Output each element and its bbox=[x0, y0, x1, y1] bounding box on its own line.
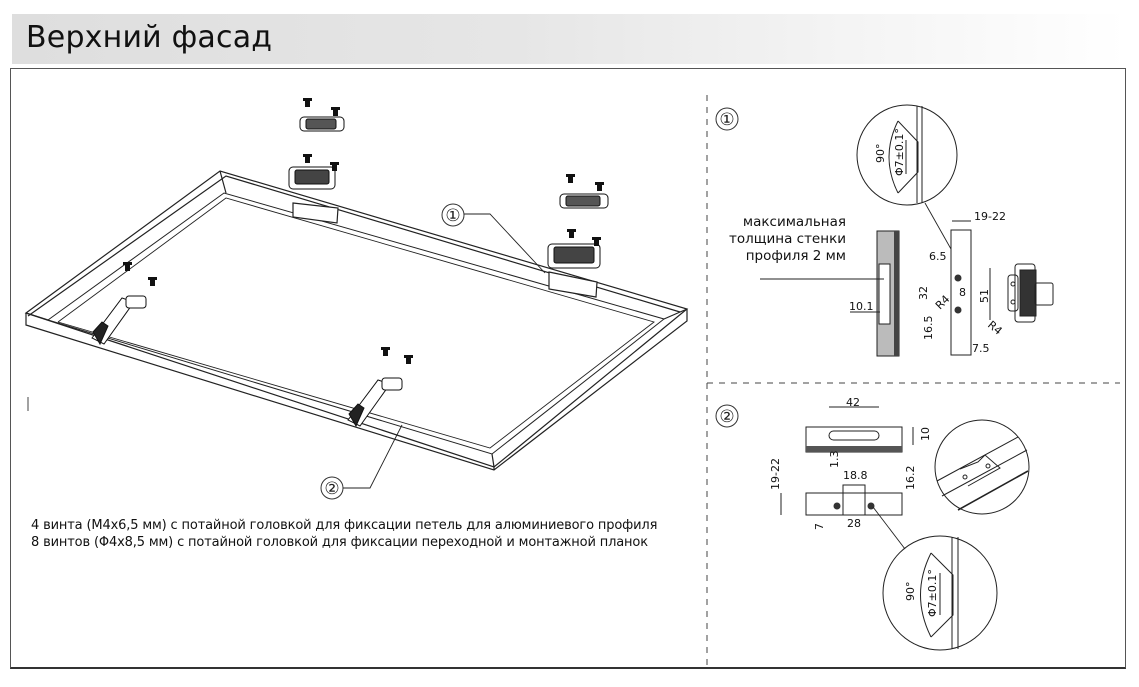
screw-note-2: 8 винтов (Φ4x8,5 мм) с потайной головкой… bbox=[31, 535, 648, 550]
detail-2: ② 42 10 1.3 19-22 18.8 16.2 28 7 bbox=[715, 396, 1030, 651]
section-header: Верхний фасад bbox=[12, 14, 1127, 64]
d1-radius-b: R4 bbox=[985, 318, 1005, 337]
d1-edge-a: 16.5 bbox=[922, 316, 935, 341]
detail-2-marker: ② bbox=[719, 407, 734, 427]
d1-spacing: 32 bbox=[917, 286, 930, 300]
d1-height: 51 bbox=[978, 289, 991, 303]
screw-note-1: 4 винта (M4x6,5 мм) с потайной головкой … bbox=[31, 518, 658, 533]
drawing-frame bbox=[10, 68, 1126, 669]
d1-radius-a: R4 bbox=[933, 293, 953, 313]
callout-1: ① bbox=[441, 203, 546, 274]
profile-wall-note: максимальная толщина стенки профиля 2 мм bbox=[700, 214, 846, 265]
d2-angle: 90° bbox=[904, 582, 917, 602]
d1-profile-depth: 10.1 bbox=[849, 300, 874, 313]
detail-1: ① 90° Φ7±0.1° 10.1 19-22 6.5 32 8 51 R4 … bbox=[715, 104, 1054, 357]
page-title: Верхний фасад bbox=[26, 20, 273, 55]
profile-wall-note-line-1: максимальная bbox=[742, 214, 846, 230]
d2-plate-height: 16.2 bbox=[904, 466, 917, 491]
d1-edge-b: 7.5 bbox=[972, 342, 990, 355]
hinge-parts bbox=[91, 116, 609, 428]
d1-offset-a: 6.5 bbox=[929, 250, 947, 263]
d2-thickness: 10 bbox=[919, 427, 932, 441]
d2-inner-width: 18.8 bbox=[843, 469, 868, 482]
callout-2: ② bbox=[320, 424, 403, 500]
d2-offset-small: 1.3 bbox=[828, 451, 841, 469]
d2-diameter: Φ7±0.1° bbox=[926, 569, 939, 617]
d2-hole-spacing: 28 bbox=[847, 517, 861, 530]
d2-slot-length: 42 bbox=[846, 396, 860, 409]
profile-wall-note-line-2: толщина стенки bbox=[729, 231, 846, 247]
d2-hole-offset: 7 bbox=[813, 523, 826, 530]
d1-angle: 90° bbox=[874, 144, 887, 164]
screw-icons bbox=[123, 98, 604, 364]
door-frame-illustration bbox=[24, 170, 689, 471]
d1-diameter: Φ7±0.1° bbox=[893, 128, 906, 176]
detail-1-marker: ① bbox=[719, 110, 734, 130]
profile-wall-note-line-3: профиля 2 мм bbox=[745, 248, 846, 264]
mounting-plate-icon bbox=[1007, 263, 1054, 323]
d2-width-range: 19-22 bbox=[769, 458, 782, 490]
callout-2-label: ② bbox=[324, 479, 339, 499]
d1-hole-offset: 8 bbox=[959, 286, 966, 299]
d1-width-range: 19-22 bbox=[974, 210, 1006, 223]
callout-1-label: ① bbox=[445, 206, 460, 226]
